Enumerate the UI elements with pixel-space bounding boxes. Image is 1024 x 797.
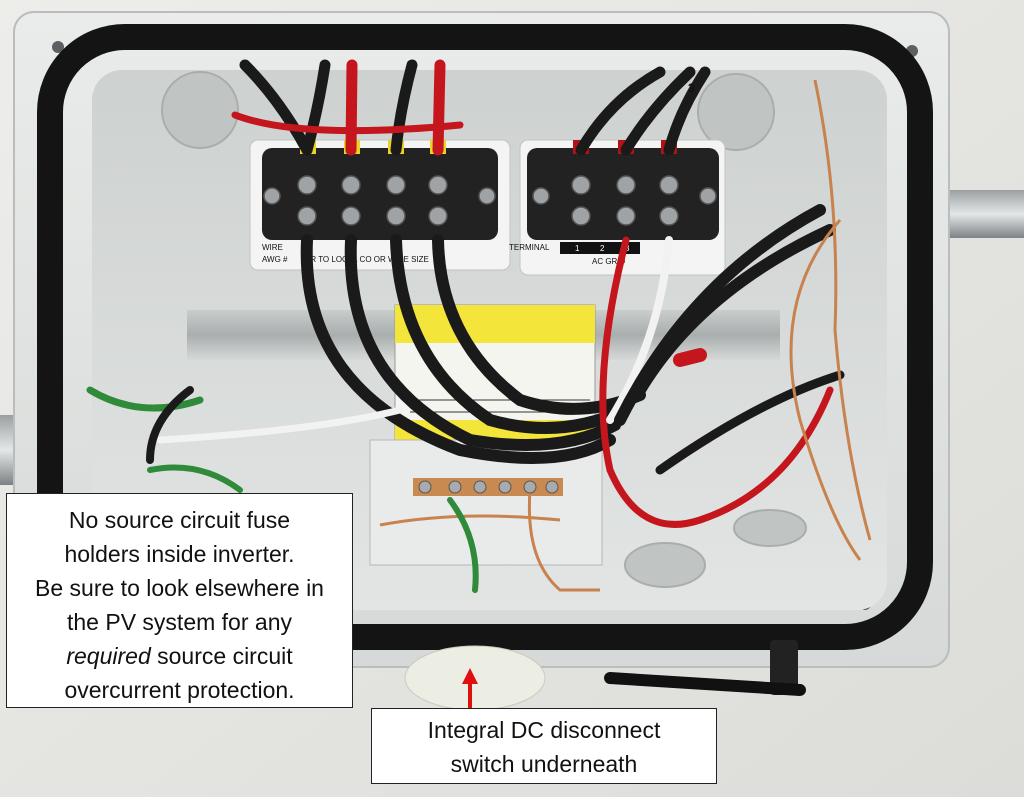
callout-line-1: No source circuit fuse <box>68 507 291 533</box>
awg-label: AWG # <box>262 255 288 264</box>
dc-row-label: ER TO LOCAL CO OR WIRE SIZE <box>305 255 429 264</box>
ground-wires <box>379 79 872 592</box>
door-gasket <box>37 24 933 650</box>
dc-output-wires <box>300 234 646 464</box>
terminal-label: TERMINAL <box>509 243 550 252</box>
callout-emphasis: required <box>66 643 151 669</box>
callout-line-3: Be sure to look elsewhere in <box>35 575 324 601</box>
left-wires <box>86 386 479 593</box>
knockouts <box>161 71 807 588</box>
callout-bottom-line-1: Integral DC disconnect <box>427 717 661 743</box>
red-arrow <box>462 668 478 708</box>
terminal-num-1: 1 <box>575 244 580 253</box>
ac-output-wires <box>599 204 845 528</box>
wire-label: WIRE <box>262 243 283 252</box>
dc-terminal-block <box>262 148 498 240</box>
dc-input-wires <box>231 59 464 156</box>
callout-fuse-note: No source circuit fuse holders inside in… <box>6 493 353 708</box>
ground-bar <box>413 478 563 496</box>
callout-line-2: holders inside inverter. <box>64 541 295 567</box>
terminal-screws <box>263 175 717 226</box>
callout-bottom-line-2: switch underneath <box>450 751 638 777</box>
ac-input-wires <box>575 66 711 156</box>
callout-line-5-rest: source circuit <box>150 643 293 669</box>
callout-line-4: the PV system for any <box>67 609 292 635</box>
terminal-num-3: 3 <box>625 244 630 253</box>
ac-grid-label: AC GRID <box>592 257 626 266</box>
callout-line-5: required source circuit <box>7 639 352 673</box>
wire-tag-label: 3 <box>688 81 695 95</box>
antenna <box>604 640 806 696</box>
terminal-num-2: 2 <box>600 244 605 253</box>
callout-disconnect-note: Integral DC disconnect switch underneath <box>371 708 717 784</box>
callout-line-6: overcurrent protection. <box>64 677 295 703</box>
